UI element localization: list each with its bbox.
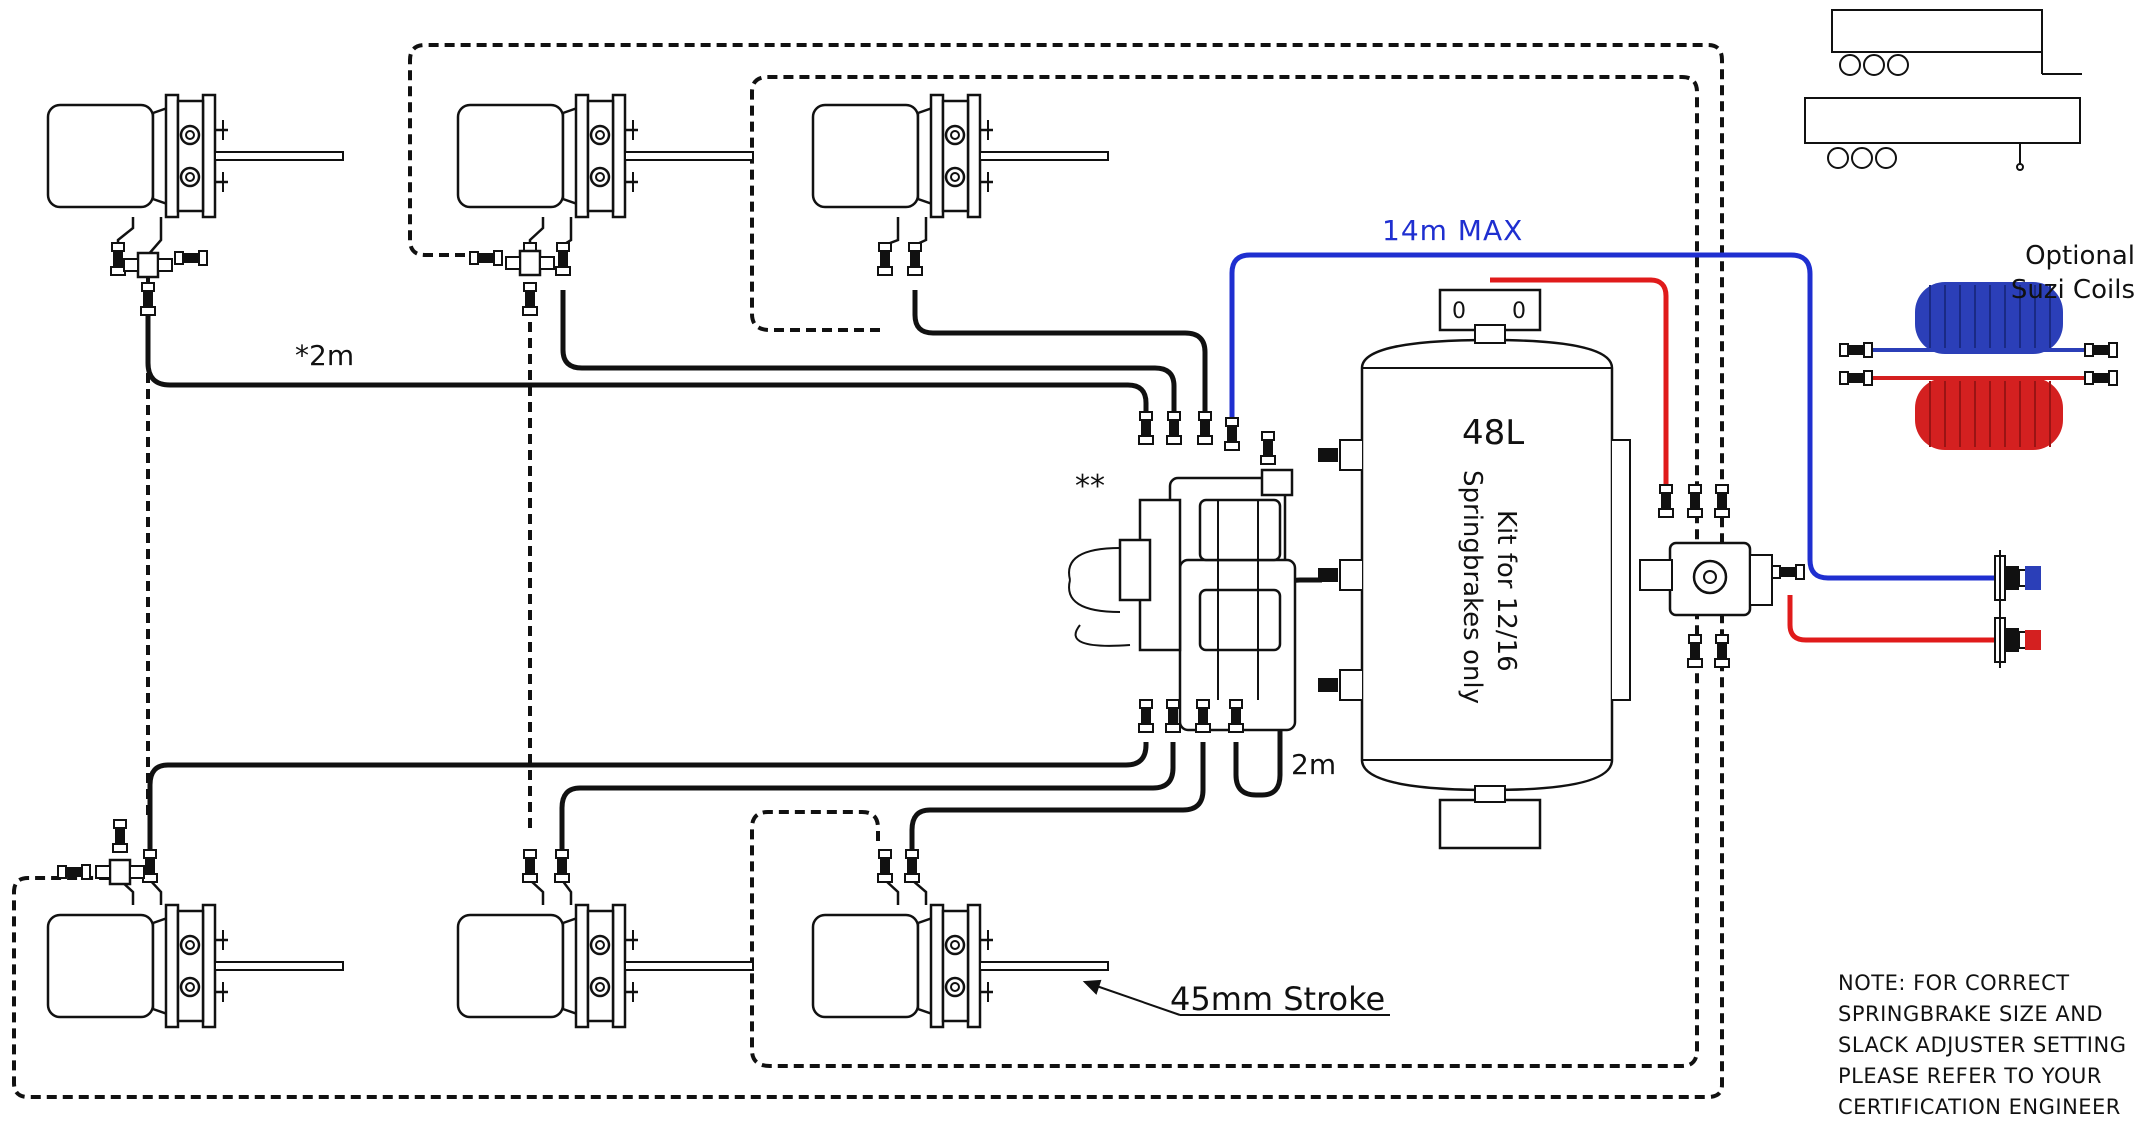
trailer-icon-top [1831, 9, 2082, 76]
trailer-icon-bottom [1804, 97, 2081, 171]
springbrake-chamber-bottom-left [46, 903, 345, 1029]
coils-label-line1: Optional [2025, 241, 2135, 271]
black-hose-runs [145, 290, 1322, 858]
relay-valve-assembly [1068, 411, 1297, 733]
hose-length-top-label: *2m [295, 339, 354, 372]
note-line: NOTE: FOR CORRECT [1838, 971, 2070, 995]
tank-bracket-right-label: 0 [1512, 299, 1526, 324]
supply-line [1490, 277, 1995, 643]
note-line: PLEASE REFER TO YOUR [1838, 1064, 2102, 1088]
blue-glad-hand [1994, 555, 2041, 601]
tank-volume-label: 48L [1462, 413, 1524, 453]
control-line [1229, 252, 1995, 581]
stroke-label: 45mm Stroke [1170, 980, 1385, 1018]
tank-note-line1: Kit for 12/16 [1491, 510, 1521, 672]
suzi-coil-red [1839, 370, 2118, 450]
tank-bracket-left-label: 0 [1452, 299, 1466, 324]
springbrake-chamber-top-right [811, 93, 1110, 219]
springbrake-chamber-top-middle [456, 93, 755, 219]
note-line: SLACK ADJUSTER SETTING [1838, 1033, 2127, 1057]
brake-kit-diagram: 14m MAX *2m 2m ** 48L Kit for 12/16 Spri… [12, 9, 2135, 1099]
air-tank [1318, 288, 1631, 850]
valve-marker-label: ** [1075, 469, 1105, 504]
trailer-control-valve [1639, 484, 1805, 668]
springbrake-chamber-bottom-right [811, 903, 1110, 1029]
hose-length-tank-label: 2m [1291, 748, 1336, 781]
suzi-coil-blue [1839, 282, 2118, 358]
springbrake-chamber-top-left [46, 93, 345, 219]
note-line: CERTIFICATION ENGINEER [1838, 1095, 2121, 1119]
note-line: SPRINGBRAKE SIZE AND [1838, 1002, 2104, 1026]
stroke-leader [1082, 979, 1390, 1016]
tank-note-line2: Springbrakes only [1457, 470, 1487, 704]
springbrake-chamber-bottom-middle [456, 903, 755, 1029]
max-length-label: 14m MAX [1382, 214, 1523, 247]
coils-label-line2: Suzi Coils [2011, 275, 2135, 305]
red-glad-hand [1994, 617, 2041, 663]
